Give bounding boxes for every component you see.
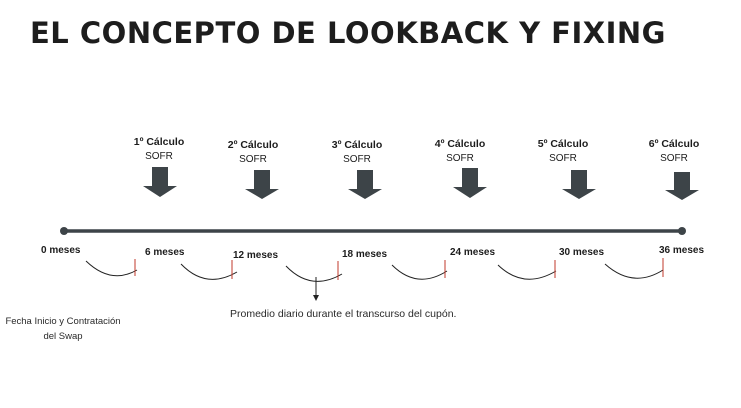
month-label-12: 12 meses	[233, 250, 278, 261]
coupon-arc-4	[391, 264, 448, 280]
coupon-arc-5	[497, 264, 557, 280]
calculation-title-5: 5º Cálculo	[538, 138, 589, 150]
calculation-rate-5: SOFR	[549, 153, 577, 164]
down-arrow-icon	[348, 170, 382, 199]
down-arrow-icon	[143, 167, 177, 197]
month-label-6: 6 meses	[145, 247, 185, 258]
month-label-0: 0 meses	[41, 245, 81, 256]
calculation-rate-1: SOFR	[145, 151, 173, 162]
daily-average-note: Promedio diario durante el transcurso de…	[230, 308, 457, 320]
down-arrow-icon	[453, 168, 487, 198]
month-label-24: 24 meses	[450, 247, 495, 258]
calculation-rate-2: SOFR	[239, 154, 267, 165]
start-date-note: Fecha Inicio y Contratación del Swap	[5, 316, 121, 342]
calculation-rate-6: SOFR	[660, 153, 688, 164]
calculation-title-3: 3º Cálculo	[332, 139, 383, 151]
month-label-36: 36 meses	[659, 245, 704, 256]
calculation-title-4: 4º Cálculo	[435, 138, 486, 150]
coupon-arc-3	[285, 265, 343, 282]
calculation-title-2: 2º Cálculo	[228, 139, 279, 151]
month-label-18: 18 meses	[342, 249, 387, 260]
timeline-end-dot	[678, 227, 686, 235]
calculation-title-1: 1º Cálculo	[134, 136, 185, 148]
timeline-start-dot	[60, 227, 68, 235]
coupon-arc-6	[604, 263, 664, 279]
month-label-30: 30 meses	[559, 247, 604, 258]
down-arrow-icon	[665, 172, 699, 200]
calculation-title-6: 6º Cálculo	[649, 138, 700, 150]
coupon-arc-2	[180, 263, 238, 280]
page-title: EL CONCEPTO DE LOOKBACK Y FIXING	[30, 16, 666, 50]
calculation-rate-4: SOFR	[446, 153, 474, 164]
down-arrow-icon	[562, 170, 596, 199]
down-arrow-icon	[245, 170, 279, 199]
calculation-rate-3: SOFR	[343, 154, 371, 165]
coupon-arc-1	[85, 260, 138, 277]
